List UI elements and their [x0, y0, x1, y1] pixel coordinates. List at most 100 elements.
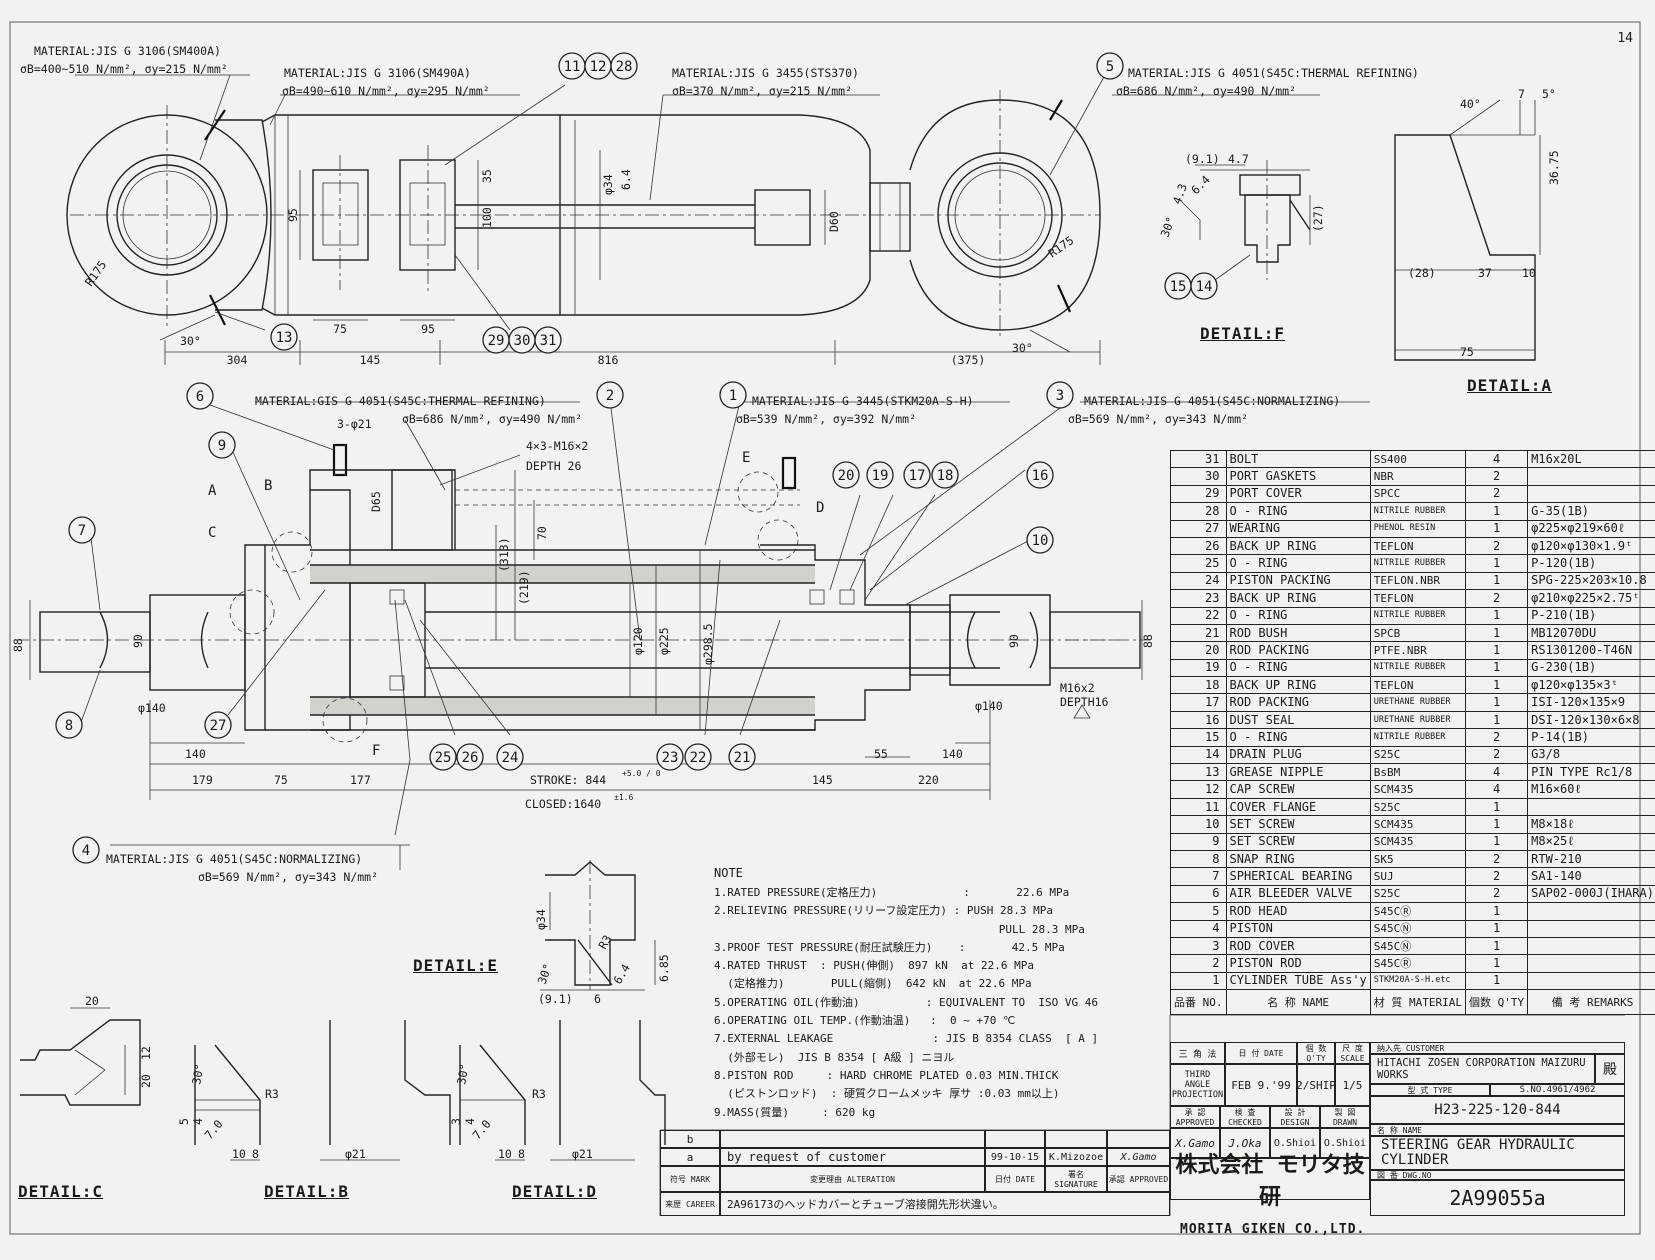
balloon-4: 4 — [82, 843, 90, 859]
e-dim-34: φ34 — [534, 909, 548, 930]
note-line: 1.RATED PRESSURE(定格圧力) : 22.6 MPa — [714, 886, 1070, 899]
rev-row-b: b — [660, 1130, 720, 1148]
dim-145: 145 — [360, 353, 381, 367]
tb-date: FEB 9.'99 — [1225, 1064, 1297, 1106]
bom-mat: STKM20A-S-H.etc — [1369, 971, 1467, 991]
balloon-15: 15 — [1170, 279, 1187, 295]
bom-qty: 1 — [1465, 971, 1529, 991]
s-d120: φ120 — [631, 627, 645, 655]
bom-qty: 1 — [1465, 502, 1529, 521]
note-line: 9.MASS(質量) : 620 kg — [714, 1105, 876, 1119]
balloon-6: 6 — [196, 389, 204, 405]
tb-name-h: 名 称 NAME — [1370, 1124, 1625, 1136]
bom-rem: φ120×φ130×1.9ᵗ — [1527, 536, 1655, 556]
bom-name: ROD PACKING — [1225, 693, 1371, 712]
d-dim-3: 3 — [449, 1118, 463, 1125]
rev-row-b-alt — [720, 1130, 985, 1148]
bom-qty: 2 — [1465, 728, 1529, 747]
tb-sig-checked: J.Oka — [1220, 1128, 1270, 1158]
f-dim-27: (27) — [1311, 204, 1325, 232]
bom-header-mat: 材 質 MATERIAL — [1369, 989, 1467, 1016]
detail-c-dims: 20 12 20 — [85, 994, 153, 1088]
bom-rem: G-230(1B) — [1527, 658, 1655, 678]
bom-rem: P-14(1B) — [1527, 728, 1655, 747]
bom-mat: PHENOL RESIN — [1369, 519, 1467, 538]
mat-1-2: σB=539 N/mm², σy=392 N/mm² — [736, 412, 917, 426]
s-d90a: 90 — [131, 634, 145, 648]
bom-mat: SS400 — [1369, 449, 1467, 469]
s-depth26: DEPTH 26 — [526, 459, 581, 473]
bom-qty: 2 — [1465, 589, 1529, 608]
bom-qty: 1 — [1465, 623, 1529, 643]
d-dim-4: 4 — [463, 1118, 477, 1125]
dim-100: 100 — [480, 207, 494, 228]
bom-name: SNAP RING — [1225, 849, 1371, 869]
bom-name: DUST SEAL — [1225, 710, 1371, 730]
bom-qty: 1 — [1465, 641, 1529, 660]
tb-checked-h: 検 査 CHECKED — [1220, 1106, 1270, 1128]
balloon-5: 5 — [1106, 59, 1114, 75]
tb-date-h: 日 付 DATE — [1225, 1042, 1297, 1064]
bom-name: AIR BLEEDER VALVE — [1225, 884, 1371, 904]
dim-816: 816 — [598, 353, 619, 367]
bom-mat: NITRILE RUBBER — [1369, 606, 1467, 625]
note-line: 6.OPERATING OIL TEMP.(作動油温) : 0 ~ +70 ℃ — [714, 1014, 1016, 1028]
a-dim-3675: 36.75 — [1547, 150, 1561, 185]
rev-approved: X.Gamo — [1107, 1148, 1170, 1166]
detail-a-drawing — [1394, 99, 1541, 361]
note-line: 8.PISTON ROD : HARD CHROME PLATED 0.03 M… — [714, 1068, 1059, 1082]
balloon-2: 2 — [606, 388, 614, 404]
mat-rod-2: σB=370 N/mm², σy=215 N/mm² — [672, 84, 853, 98]
bom-no: 27 — [1170, 519, 1227, 538]
c-dim-12: 12 — [139, 1046, 153, 1060]
detail-b-dims: 30° 5 4 7.0 R3 10 8 φ21 — [177, 1063, 366, 1161]
dim-r175a: R175 — [82, 258, 109, 289]
bom-rem: M8×25ℓ — [1527, 832, 1655, 851]
balloon-18: 18 — [937, 468, 954, 484]
s-stroke: STROKE: 844 — [530, 773, 606, 787]
e-dim-685: 6.85 — [657, 954, 671, 982]
bom-qty: 1 — [1465, 571, 1529, 591]
dim-phi34: φ34 — [601, 174, 615, 195]
bom-no: 14 — [1170, 745, 1227, 765]
top-dims: R175 R175 30° 30° 304 145 816 (375) 75 9… — [82, 169, 1076, 367]
s-h220: 220 — [918, 773, 939, 787]
bom-no: 28 — [1170, 502, 1227, 521]
bom-no: 12 — [1170, 780, 1227, 799]
mat-6-2: σB=686 N/mm², σy=490 N/mm² — [402, 412, 583, 426]
balloon-25: 25 — [435, 750, 452, 766]
s-d88a: 88 — [11, 638, 25, 652]
s-h145: 145 — [812, 773, 833, 787]
bom-name: BACK UP RING — [1225, 676, 1371, 695]
tb-sig-design: O.Shioi — [1270, 1128, 1320, 1158]
s-label-f: F — [372, 743, 380, 759]
s-h177: 177 — [350, 773, 371, 787]
bom-no: 20 — [1170, 641, 1227, 660]
bom-rem: SPG-225×203×10.8 — [1527, 571, 1655, 591]
s-phi21: 3-φ21 — [337, 417, 372, 431]
s-m16d: M16x2 — [1060, 681, 1095, 695]
bom-name: PISTON — [1225, 919, 1371, 938]
s-d2985: φ298.5 — [701, 623, 715, 665]
b-dim-r3: R3 — [265, 1087, 279, 1101]
rev-career: 2A96173のヘッドカバーとチューブ溶接開先形状違い。 — [720, 1192, 1170, 1216]
dim-d60: D60 — [827, 211, 841, 232]
bom-mat: S25C — [1369, 745, 1467, 765]
bom-rem: SAP02-000J(IHARA) — [1527, 884, 1655, 904]
bom-mat: TEFLON — [1369, 536, 1467, 556]
bom-mat: URETHANE RUBBER — [1369, 710, 1467, 730]
bom-mat: S45CⓇ — [1369, 902, 1467, 921]
bom-mat: S25C — [1369, 797, 1467, 817]
balloon-22: 22 — [690, 750, 707, 766]
